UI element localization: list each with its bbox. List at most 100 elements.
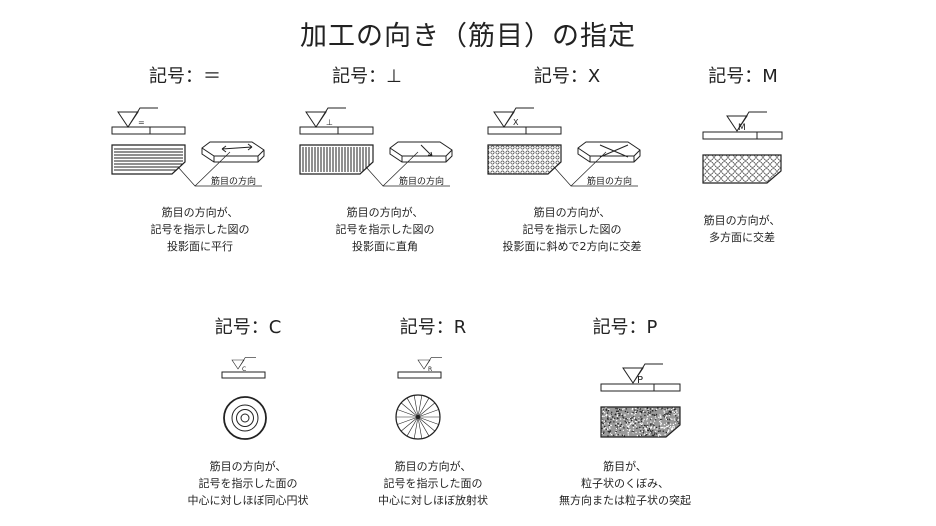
particle bbox=[645, 434, 647, 437]
particle bbox=[642, 427, 645, 429]
particle bbox=[654, 432, 656, 434]
particle bbox=[632, 421, 634, 423]
particle bbox=[605, 414, 607, 417]
particle bbox=[651, 432, 653, 434]
particle bbox=[667, 418, 669, 421]
particle bbox=[607, 435, 609, 437]
particle bbox=[633, 417, 636, 420]
particle bbox=[603, 420, 605, 422]
particle bbox=[666, 413, 669, 415]
heading-circular: 記号：C bbox=[214, 317, 282, 338]
caption-perpendicular: 筋目の方向が、 記号を指示した図の 投影面に直角 bbox=[335, 206, 435, 253]
particle bbox=[640, 423, 643, 426]
particle bbox=[638, 435, 640, 437]
particle bbox=[655, 413, 658, 416]
particle bbox=[616, 416, 618, 418]
particle bbox=[668, 408, 670, 410]
diagram-circular: C bbox=[221, 357, 267, 440]
particle bbox=[608, 426, 611, 428]
particle bbox=[626, 411, 629, 413]
symbol-letter: X bbox=[513, 118, 519, 127]
radial-line bbox=[417, 416, 439, 425]
particle bbox=[602, 409, 604, 411]
particle bbox=[635, 411, 638, 414]
particle bbox=[665, 418, 668, 421]
particle bbox=[644, 411, 646, 414]
particle bbox=[625, 408, 627, 410]
particle bbox=[631, 409, 633, 411]
particle bbox=[609, 427, 611, 429]
particle bbox=[663, 412, 666, 414]
particle bbox=[607, 418, 609, 421]
particle bbox=[662, 415, 664, 417]
particle bbox=[637, 407, 639, 409]
diagram-perpendicular: ⊥ 筋目の方向 bbox=[299, 107, 453, 187]
particle bbox=[643, 433, 646, 435]
particle bbox=[603, 431, 605, 433]
symbol-letter: P bbox=[637, 375, 643, 386]
particle bbox=[608, 422, 611, 424]
particle bbox=[659, 420, 661, 423]
particle bbox=[645, 429, 647, 431]
particle bbox=[605, 408, 607, 410]
particle bbox=[622, 416, 624, 418]
particle bbox=[615, 423, 617, 425]
particle bbox=[616, 414, 619, 416]
particle bbox=[601, 419, 603, 421]
radial-line bbox=[417, 416, 430, 437]
particle bbox=[639, 413, 641, 415]
particle bbox=[626, 418, 628, 421]
radial-line bbox=[413, 416, 419, 439]
particle bbox=[658, 427, 661, 429]
particle bbox=[650, 411, 652, 413]
radial-line bbox=[417, 402, 436, 418]
particle bbox=[602, 424, 604, 426]
particle bbox=[613, 421, 615, 423]
particle bbox=[628, 426, 630, 429]
particle bbox=[605, 407, 607, 409]
particle bbox=[633, 416, 636, 418]
particle bbox=[602, 423, 604, 425]
particle bbox=[635, 431, 637, 434]
particle bbox=[649, 412, 651, 415]
particle bbox=[620, 423, 622, 426]
particle bbox=[602, 410, 605, 413]
particle bbox=[610, 413, 612, 415]
particle bbox=[673, 425, 675, 428]
particle bbox=[658, 425, 660, 427]
particle bbox=[675, 410, 677, 412]
radial-line bbox=[400, 402, 419, 418]
particle bbox=[617, 423, 619, 425]
particle bbox=[607, 428, 609, 431]
particle bbox=[673, 418, 675, 420]
particle bbox=[652, 434, 655, 437]
particle bbox=[650, 421, 652, 423]
grain-direction-label: 筋目の方向 bbox=[587, 175, 632, 187]
particle bbox=[634, 424, 636, 427]
particle bbox=[659, 430, 661, 432]
particle bbox=[623, 427, 625, 429]
particle bbox=[649, 414, 651, 416]
particle bbox=[675, 413, 677, 415]
particle bbox=[665, 413, 667, 415]
particle bbox=[655, 433, 658, 435]
particle bbox=[619, 425, 621, 427]
particle bbox=[668, 411, 671, 413]
particle bbox=[602, 432, 605, 435]
particle bbox=[668, 414, 670, 417]
particle bbox=[635, 412, 637, 415]
radial-line bbox=[417, 416, 423, 439]
particle bbox=[630, 416, 632, 419]
particle bbox=[616, 408, 619, 410]
grain-direction-label: 筋目の方向 bbox=[211, 175, 256, 187]
particle bbox=[649, 408, 652, 410]
particle bbox=[631, 430, 633, 432]
particle bbox=[601, 432, 603, 435]
particle bbox=[607, 410, 610, 412]
particle bbox=[632, 412, 634, 414]
radial-line bbox=[417, 416, 436, 432]
heading-perpendicular: 記号：⊥ bbox=[332, 66, 402, 87]
particle bbox=[660, 417, 662, 419]
particle bbox=[631, 419, 634, 421]
particle bbox=[623, 418, 625, 420]
